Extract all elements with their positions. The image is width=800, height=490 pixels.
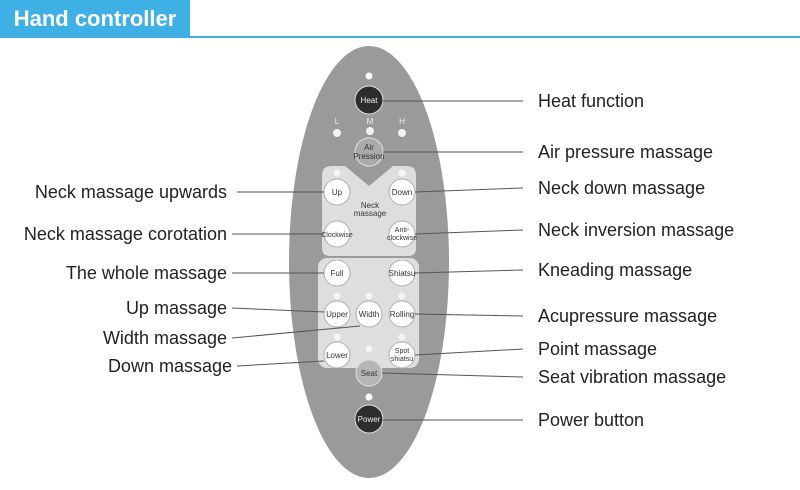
neck-massage-label-line2: massage [354, 209, 387, 218]
callout-whole-massage: The whole massage [66, 263, 227, 283]
width-button-label: Width [359, 310, 379, 319]
callout-up-massage: Up massage [126, 298, 227, 318]
upper-button-label: Upper [326, 310, 348, 319]
level-mark-medium: M [367, 117, 374, 126]
level-mark-high: H [399, 117, 405, 126]
top-indicator-icon [365, 72, 373, 80]
heat-button[interactable]: Heat [354, 85, 384, 115]
header-underline [0, 36, 800, 38]
spot-light-icon [398, 333, 406, 341]
callout-point-massage: Point massage [538, 339, 657, 359]
callout-power-button: Power button [538, 410, 644, 430]
callout-neck-inversion-massage: Neck inversion massage [538, 220, 734, 240]
rolling-button-label: Rolling [390, 310, 414, 319]
seat-light-icon [365, 345, 373, 353]
power-button[interactable]: Power [354, 404, 384, 434]
callout-neck-massage-upwards: Neck massage upwards [35, 182, 227, 202]
callout-heat-function: Heat function [538, 91, 644, 111]
level-light-high-icon [398, 129, 406, 137]
neck-light-left-icon [333, 169, 341, 177]
width-button[interactable]: Width [355, 300, 383, 328]
anti-clockwise-button[interactable]: Anti- clockwise [387, 220, 417, 248]
lower-light-icon [333, 333, 341, 341]
power-indicator-icon [365, 393, 373, 401]
callout-neck-down-massage: Neck down massage [538, 178, 705, 198]
anti-clockwise-label-line2: clockwise [387, 235, 417, 242]
up-button[interactable]: Up [323, 178, 351, 206]
callout-kneading-massage: Kneading massage [538, 260, 692, 280]
up-button-label: Up [332, 188, 343, 197]
callout-air-pressure-massage: Air pressure massage [538, 142, 713, 162]
clockwise-button-label: Clockwise [321, 232, 353, 239]
neck-light-right-icon [398, 169, 406, 177]
air-pression-button[interactable]: Air Pression [353, 137, 385, 167]
down-button[interactable]: Down [388, 178, 416, 206]
full-button[interactable]: Full [323, 259, 351, 287]
width-light-icon [365, 292, 373, 300]
air-pression-label-line2: Pression [353, 152, 384, 161]
callout-down-massage: Down massage [108, 356, 232, 376]
spot-shiatsu-button[interactable]: Spot shiatsu [388, 341, 416, 369]
rolling-light-icon [398, 292, 406, 300]
anti-clockwise-label-line1: Anti- [395, 227, 410, 234]
level-light-medium-icon [366, 127, 374, 135]
header-title: Hand controller [0, 0, 190, 37]
callout-acupressure-massage: Acupressure massage [538, 306, 717, 326]
leader-lines-left [231, 191, 361, 367]
upper-light-icon [333, 292, 341, 300]
air-pression-label-line1: Air [364, 143, 374, 152]
full-button-label: Full [331, 269, 344, 278]
rolling-button[interactable]: Rolling [388, 300, 416, 328]
neck-massage-label-line1: Neck [361, 201, 380, 210]
seat-button[interactable]: Seat [355, 359, 383, 387]
upper-button[interactable]: Upper [323, 300, 351, 328]
callout-neck-massage-corotation: Neck massage corotation [24, 224, 227, 244]
spot-shiatsu-label-line1: Spot [395, 348, 409, 355]
down-button-label: Down [392, 188, 412, 197]
lower-button-label: Lower [326, 351, 348, 360]
callout-seat-vibration-massage: Seat vibration massage [538, 367, 726, 387]
shiatsu-button[interactable]: Shiatsu [388, 259, 416, 287]
heat-button-label: Heat [361, 96, 379, 105]
callout-width-massage: Width massage [103, 328, 227, 348]
spot-shiatsu-label-line2: shiatsu [391, 356, 413, 363]
power-button-label: Power [358, 415, 381, 424]
lower-button[interactable]: Lower [323, 341, 351, 369]
shiatsu-button-label: Shiatsu [389, 269, 416, 278]
level-light-low-icon [333, 129, 341, 137]
level-mark-low: L [335, 117, 340, 126]
leader-lines-right [381, 100, 524, 421]
seat-button-label: Seat [361, 369, 378, 378]
